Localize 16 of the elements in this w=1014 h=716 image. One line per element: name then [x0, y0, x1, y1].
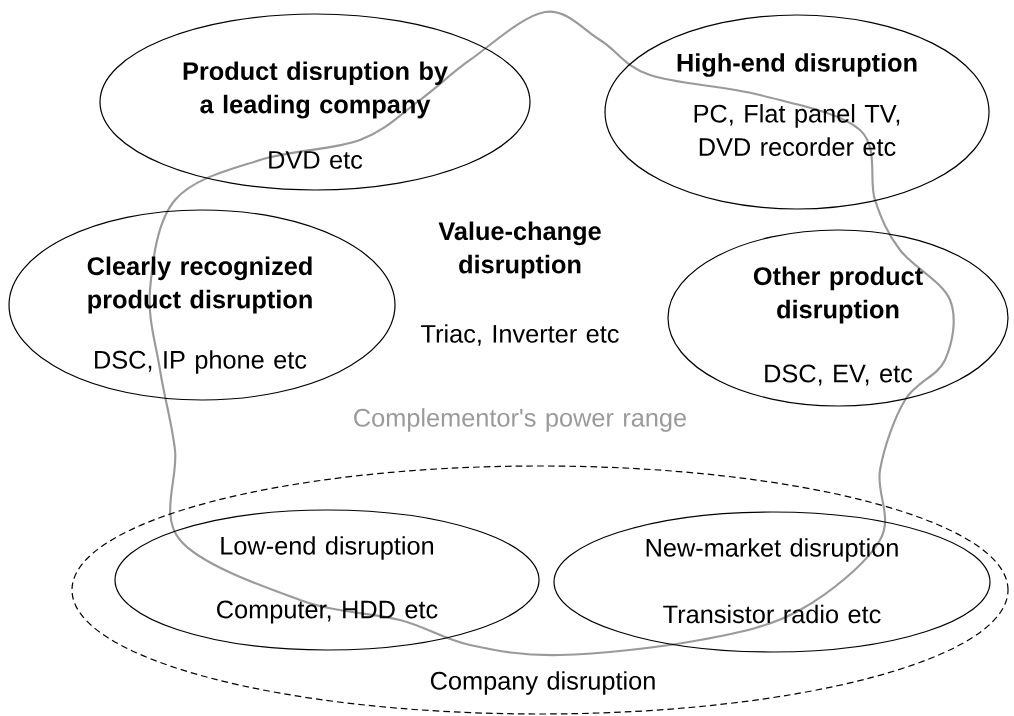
body-text: Transistor radio etc: [663, 604, 881, 624]
heading-text: High-end disruption: [677, 53, 917, 77]
body-text: DSC, IP phone etc: [95, 350, 307, 374]
heading-text: New-market disruption: [646, 538, 898, 562]
heading-text: Low-end disruption: [221, 536, 434, 560]
body-text: Computer, HDD etc: [217, 600, 438, 624]
body-text: PC, Flat panel TV, DVD recorder etc: [694, 104, 900, 156]
body-text: DSC, EV, etc: [765, 364, 913, 386]
heading-text: Clearly recognized product disruption: [87, 256, 312, 314]
heading-text: Value-change disruption: [438, 221, 601, 279]
body-text: Triac, Inverter etc: [421, 324, 619, 346]
ellipse-label: Company disruption: [430, 671, 655, 695]
heading-text: Other product disruption: [753, 266, 923, 324]
heading-text: Product disruption by a leading company: [183, 61, 448, 119]
region-label: Complementor's power range: [354, 408, 686, 432]
body-text: DVD etc: [269, 151, 363, 169]
